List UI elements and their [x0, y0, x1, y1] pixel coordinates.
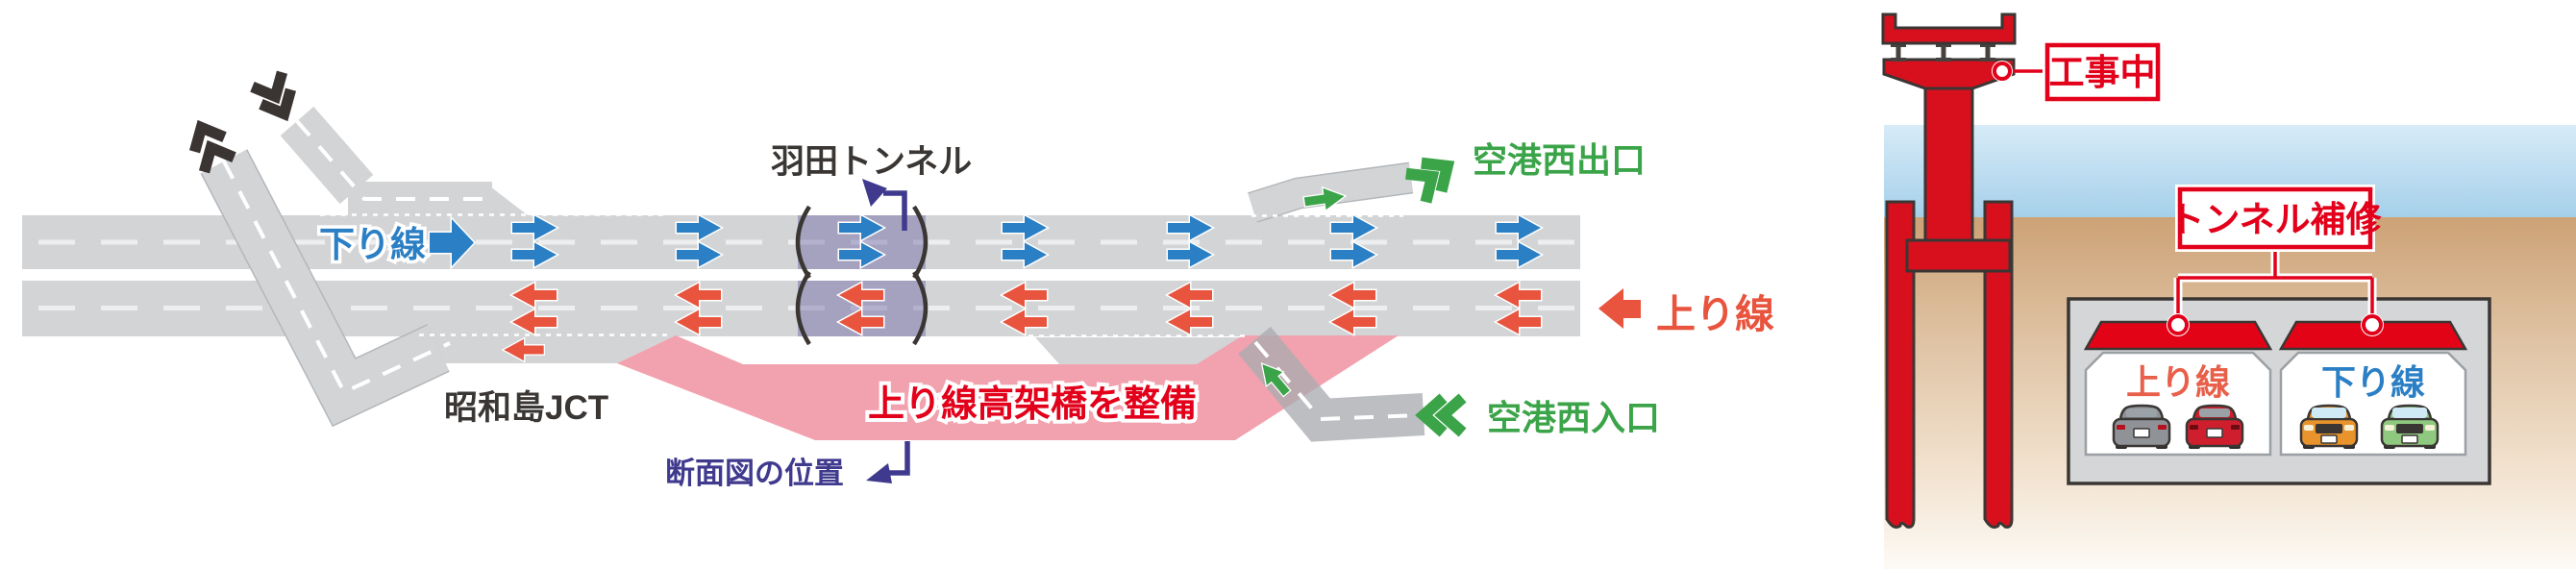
car-rear-red — [2185, 404, 2244, 449]
construction-marker-dot — [1993, 62, 2012, 81]
bridge-pile-left — [1885, 200, 1916, 529]
airport-west-exit-label: 空港西出口 — [1473, 140, 1646, 180]
tunnel-repair-callout: トンネル補修 — [2167, 185, 2384, 336]
repair-marker-dot-up — [2167, 314, 2189, 335]
airport-west-exit-ramp — [1248, 161, 1414, 223]
airport-west-entrance-label: 空港西入口 — [1487, 398, 1660, 437]
bridge-pile-right — [1983, 200, 2014, 529]
entrance-connector-lane — [1035, 337, 1252, 365]
viaduct-highlight — [617, 335, 1399, 440]
bridge-footing-beam — [1905, 238, 2012, 273]
cross-section-diagram: 工事中 上り線 下り線 — [1881, 12, 2576, 569]
tunnel-label: 羽田トンネル — [771, 143, 972, 181]
bridge-column — [1923, 87, 1974, 252]
entrance-chevrons-icon — [1424, 398, 1462, 433]
tunnel-repair-label: トンネル補修 — [2168, 200, 2382, 239]
route-plan-diagram: 羽田トンネル 断面図の位置 下り線 上り線 空港西出口 空港西入口 昭和島JCT… — [22, 72, 1774, 490]
jct-inbound-chevrons-icon — [252, 72, 299, 121]
under-construction-box — [2044, 42, 2161, 102]
tunnel-cell-down-label: 下り線 — [2321, 362, 2425, 402]
bridge-deck — [1881, 12, 2017, 45]
showajima-jct-inbound-ramp — [280, 106, 528, 216]
junction-label: 昭和島JCT — [444, 389, 608, 427]
exit-chevrons-icon — [1406, 152, 1457, 202]
tunnel-cell-up-label: 上り線 — [2126, 362, 2230, 402]
down-line-label: 下り線 — [319, 225, 426, 264]
bridge-pier-structure — [1881, 12, 2017, 529]
section-marker-leader — [866, 441, 910, 483]
car-front-orange — [2299, 404, 2359, 449]
under-construction-callout: 工事中 — [1992, 40, 2163, 104]
tunnel-leader — [862, 179, 907, 231]
down-line-direction-arrow — [428, 215, 477, 270]
repair-marker-dot-down — [2362, 314, 2383, 335]
up-line-label: 上り線 — [1656, 292, 1774, 336]
airport-west-entrance-ramp — [1238, 326, 1425, 442]
viaduct-note-label: 上り線高架橋を整備 — [868, 384, 1197, 425]
showajima-jct-outbound-ramp — [200, 149, 451, 428]
tunnel-cross-section: 上り線 下り線 — [2067, 297, 2491, 485]
bridge-girders — [1891, 43, 1995, 62]
bridge-pier-cap — [1882, 58, 2016, 90]
tunnel-zone-brackets — [795, 205, 929, 346]
under-construction-label: 工事中 — [2049, 53, 2156, 92]
car-rear-gray — [2112, 404, 2171, 449]
up-line-direction-arrow — [1598, 288, 1641, 329]
car-front-green — [2380, 404, 2440, 449]
tunnel-repair-box — [2177, 186, 2373, 250]
section-marker-label: 断面図の位置 — [665, 457, 844, 490]
